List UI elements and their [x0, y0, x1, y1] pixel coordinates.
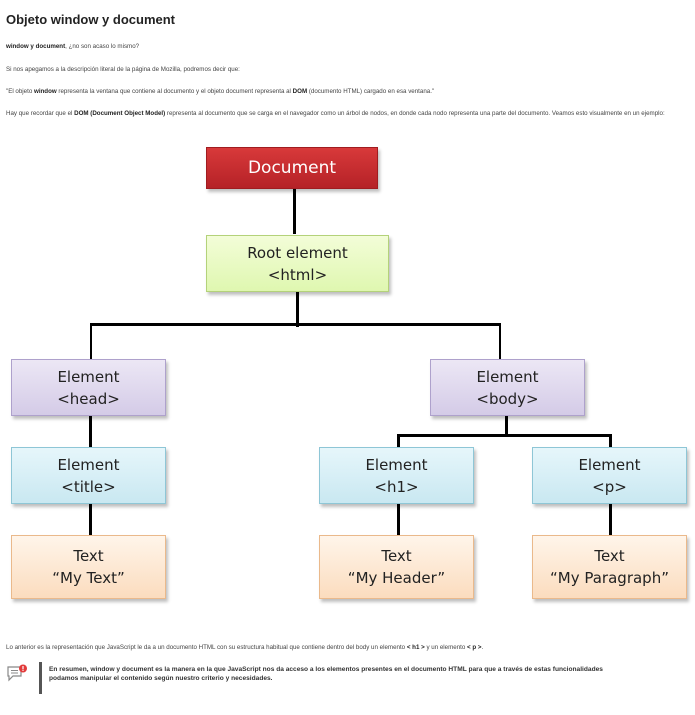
node-element-title: Element <title> [11, 447, 166, 504]
connector-document-root [293, 188, 296, 234]
after-diagram-paragraph: Lo anterior es la representación que Jav… [6, 644, 690, 652]
connector-branch-horizontal [90, 323, 501, 326]
node-text-title-label: Text [73, 547, 104, 565]
node-text-p-label: Text [594, 547, 625, 565]
node-element-h1: Element <h1> [319, 447, 474, 504]
intro-paragraph: Si nos apegamos a la descripción literal… [6, 66, 240, 73]
after-h1: < h1 > [406, 644, 425, 651]
node-h1-label: Element [365, 455, 428, 474]
node-root-element: Root element <html> [206, 235, 389, 292]
node-p-tag: <p> [592, 477, 627, 496]
question-rest: , ¿no son acaso lo mismo? [65, 43, 140, 50]
node-element-head: Element <head> [11, 359, 166, 416]
dom-bold: DOM (Document Object Model) [74, 110, 166, 117]
node-root-label: Root element [247, 243, 348, 262]
node-element-body: Element <body> [430, 359, 585, 416]
node-head-tag: <head> [57, 389, 120, 408]
connector-to-h1 [397, 434, 400, 448]
node-root-tag: <html> [267, 265, 328, 284]
after-part-2: y un elemento [424, 644, 468, 651]
node-text-title: Text “My Text” [11, 535, 166, 599]
connector-body-branch [505, 416, 508, 436]
connector-h1-text [397, 504, 400, 536]
question-paragraph: window y document, ¿no son acaso lo mism… [6, 43, 690, 51]
node-text-title-value: “My Text” [52, 569, 125, 587]
node-text-p-value: “My Paragraph” [550, 569, 669, 587]
node-title-label: Element [57, 455, 120, 474]
node-title-tag: <title> [61, 477, 116, 496]
node-text-p: Text “My Paragraph” [532, 535, 687, 599]
quote-part-1: "El objeto [6, 88, 34, 95]
quote-window: window [34, 88, 57, 95]
node-text-h1-label: Text [381, 547, 412, 565]
quote-part-2: representa la ventana que contiene al do… [56, 88, 293, 95]
after-p: < p > [467, 644, 482, 651]
node-h1-tag: <h1> [374, 477, 419, 496]
node-text-h1-value: “My Header” [347, 569, 446, 587]
node-head-label: Element [57, 367, 120, 386]
summary-note: En resumen, window y document es la mane… [6, 662, 686, 694]
node-document: Document [206, 147, 378, 189]
connector-to-body [499, 323, 501, 359]
connector-body-horizontal [397, 434, 612, 437]
dom-paragraph: Hay que recordar que el DOM (Document Ob… [6, 110, 690, 118]
article-title: Objeto window y document [6, 12, 175, 27]
quote-dom: DOM [292, 88, 308, 95]
comment-alert-icon [6, 664, 28, 684]
quote-paragraph: "El objeto window representa la ventana … [6, 88, 690, 96]
connector-to-head [90, 323, 92, 359]
node-text-h1: Text “My Header” [319, 535, 474, 599]
dom-part-2: representa al documento que se carga en … [165, 110, 665, 117]
node-p-label: Element [578, 455, 641, 474]
question-bold: window y document [6, 43, 66, 50]
node-element-p: Element <p> [532, 447, 687, 504]
dom-tree-diagram: Document Root element <html> Element <he… [0, 140, 695, 610]
summary-text: En resumen, window y document es la mane… [49, 666, 603, 682]
after-part-1: Lo anterior es la representación que Jav… [6, 644, 407, 651]
connector-to-p [609, 434, 612, 448]
note-divider [39, 662, 42, 694]
connector-title-text [89, 504, 92, 536]
node-body-tag: <body> [476, 389, 539, 408]
after-part-3: . [481, 644, 484, 651]
connector-p-text [609, 504, 612, 536]
connector-head-title [89, 416, 92, 448]
dom-part-1: Hay que recordar que el [6, 110, 75, 117]
connector-root-branch [296, 291, 299, 327]
node-document-label: Document [247, 158, 337, 178]
node-body-label: Element [476, 367, 539, 386]
quote-part-3: (documento HTML) cargado en esa ventana.… [307, 88, 435, 95]
